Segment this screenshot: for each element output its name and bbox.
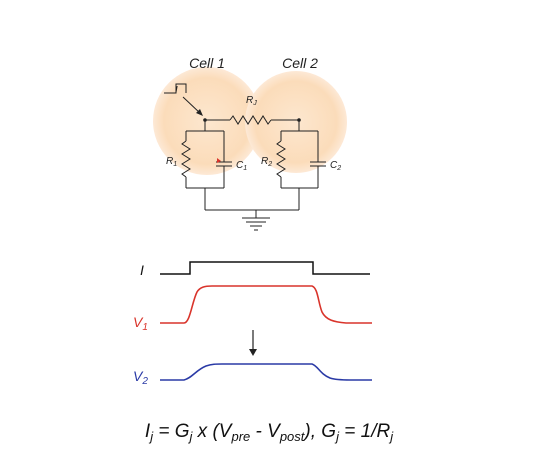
cell1-node <box>203 118 207 122</box>
current-symbol: I <box>175 85 178 96</box>
ground-icon <box>242 218 270 230</box>
cell2-label: Cell 2 <box>282 55 318 71</box>
down-arrow-icon <box>249 349 257 356</box>
c1-label: C1 <box>236 160 247 172</box>
gap-junction-equation: Ij = Gj x (Vpre - Vpost), Gj = 1/Rj <box>145 421 394 444</box>
v2-trace-label: V2 <box>133 368 148 387</box>
v2-trace <box>160 364 372 380</box>
c2-label: C2 <box>330 160 341 172</box>
cell2-node <box>297 118 301 122</box>
i-trace <box>160 262 370 274</box>
v1-trace <box>160 286 372 323</box>
v1-trace-label: V1 <box>133 314 148 333</box>
cell1-label: Cell 1 <box>189 55 225 71</box>
i-trace-label: I <box>140 262 144 278</box>
